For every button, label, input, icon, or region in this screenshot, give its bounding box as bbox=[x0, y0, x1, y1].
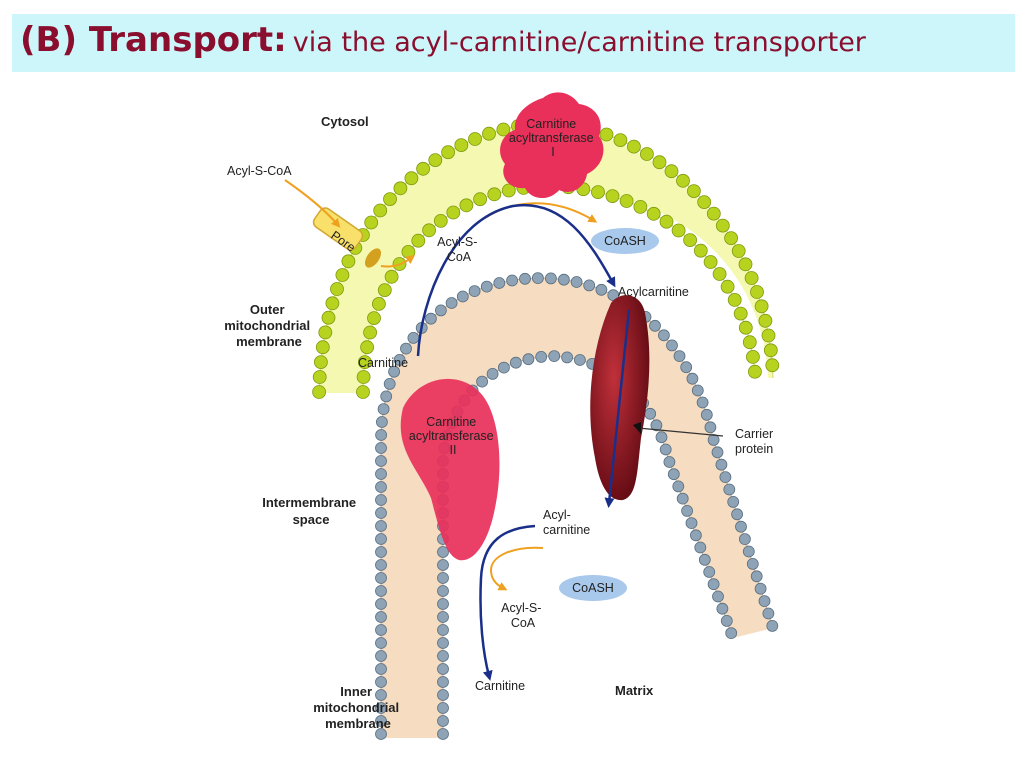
title-bar: (B) Transport:via the acyl-carnitine/car… bbox=[12, 14, 1015, 72]
outer-membrane bbox=[312, 116, 780, 399]
coash-uptake-arrow-bottom bbox=[489, 546, 544, 591]
cat1-label: Carnitine acyltransferase I bbox=[509, 117, 597, 159]
carnitine-acyltransferase-1: Carnitine acyltransferase I bbox=[500, 92, 604, 199]
diagram-svg: Pore Carnitine acyltransferase I Carniti… bbox=[224, 92, 780, 740]
acylcarnitine-to-carnitine-arrow bbox=[479, 524, 536, 681]
acyl-s-coa-outside-label: Acyl-S-CoA bbox=[227, 164, 292, 178]
inner-membrane-lipid-heads bbox=[375, 272, 779, 740]
matrix-label: Matrix bbox=[615, 683, 654, 698]
carnitine-to-acylcarnitine-arrow bbox=[416, 203, 616, 357]
title-bold: (B) Transport: bbox=[20, 20, 287, 60]
slide-title: (B) Transport:via the acyl-carnitine/car… bbox=[20, 20, 866, 60]
acyl-s-coa-matrix-label: Acyl-S- CoA bbox=[501, 601, 545, 630]
inner-membrane bbox=[375, 272, 779, 740]
outer-membrane-lipid-heads bbox=[312, 116, 780, 399]
carrier-protein-label: Carrier protein bbox=[735, 427, 777, 456]
cytosol-label: Cytosol bbox=[321, 114, 369, 129]
carnitine-acyltransferase-2: Carnitine acyltransferase II bbox=[400, 378, 500, 561]
outer-membrane-label: Outer mitochondrial membrane bbox=[224, 302, 314, 349]
acyl-s-coa-ims-label: Acyl-S- CoA bbox=[437, 235, 481, 264]
coash-bubble-top: CoASH bbox=[591, 228, 659, 254]
carnitine-matrix-label: Carnitine bbox=[475, 679, 525, 693]
title-rest: via the acyl-carnitine/carnitine transpo… bbox=[292, 27, 866, 58]
cat2-label: Carnitine acyltransferase II bbox=[409, 415, 497, 457]
acylcarnitine-matrix-label: Acyl- carnitine bbox=[543, 508, 590, 537]
acylcarnitine-top-label: Acylcarnitine bbox=[618, 285, 689, 299]
inner-membrane-label: Inner mitochondrial membrane bbox=[313, 684, 403, 731]
reaction-arrows bbox=[284, 179, 631, 681]
carnitine-ims-label: Carnitine bbox=[358, 356, 408, 370]
carrier-transport-arrow bbox=[604, 309, 631, 508]
acyl-coa-entry-arrow bbox=[284, 179, 341, 228]
pore-exit-arrow bbox=[380, 255, 416, 268]
intermembrane-space-label: Intermembrane space bbox=[262, 495, 360, 527]
carnitine-transport-diagram: Pore Carnitine acyltransferase I Carniti… bbox=[213, 78, 816, 753]
svg-text:CoASH: CoASH bbox=[604, 234, 646, 248]
svg-text:CoASH: CoASH bbox=[572, 581, 614, 595]
coash-bubble-bottom: CoASH bbox=[559, 575, 627, 601]
